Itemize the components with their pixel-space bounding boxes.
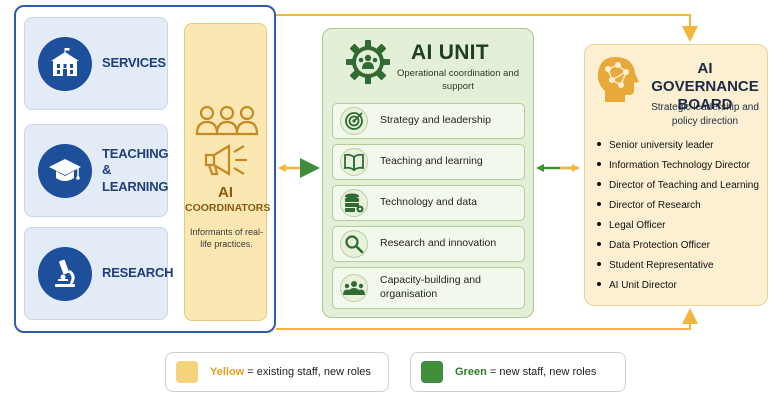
governance-board-panel: AI GOVERNANCE BOARD Strategic leadership… — [584, 44, 768, 306]
legend-desc-yellow: = existing staff, new roles — [244, 366, 371, 378]
database-gear-icon — [340, 189, 368, 217]
coordinators-description: Informants of real-life practices. — [189, 227, 264, 249]
building-icon — [38, 36, 92, 91]
team-icon — [340, 274, 368, 302]
legend-key-green: Green — [455, 366, 487, 378]
unit-item-strategy: Strategy and leadership — [332, 103, 525, 139]
head-network-icon — [595, 55, 641, 108]
board-subtitle: Strategic leadership and policy directio… — [651, 102, 759, 127]
organisation-areas-panel: SERVICES TEACHING & LEARNING RESEARCH — [14, 5, 276, 333]
microscope-icon — [38, 246, 92, 301]
graduation-cap-icon — [38, 143, 92, 198]
coordinators-title: COORDINATORS — [185, 202, 271, 214]
unit-item-label: Strategy and leadership — [380, 114, 491, 127]
area-teaching-learning: TEACHING & LEARNING — [24, 124, 168, 217]
unit-item-technology: Technology and data — [332, 185, 525, 221]
people-group-icon — [195, 104, 259, 143]
unit-item-capacity: Capacity-building and organisation — [332, 267, 525, 309]
board-member: Student Representative — [597, 260, 714, 271]
target-icon — [340, 107, 368, 135]
legend-desc-green: = new staff, new roles — [486, 366, 597, 378]
coordinators-title-ai: AI — [218, 184, 233, 201]
unit-item-research: Research and innovation — [332, 226, 525, 262]
ai-coordinators-box: AI COORDINATORS Informants of real-life … — [184, 23, 271, 321]
legend-green: Green = new staff, new roles — [410, 352, 626, 392]
area-label-research: RESEARCH — [102, 265, 174, 281]
legend-swatch-green — [421, 361, 443, 383]
ai-unit-subtitle: Operational coordination and support — [396, 68, 519, 93]
legend-text-green: Green = new staff, new roles — [455, 366, 596, 378]
ai-unit-title: AI UNIT — [411, 41, 489, 64]
board-member: Data Protection Officer — [597, 240, 710, 251]
legend-swatch-yellow — [176, 361, 198, 383]
ai-unit-panel: AI UNIT Operational coordination and sup… — [322, 28, 534, 318]
gear-people-icon — [345, 39, 391, 90]
board-member: Information Technology Director — [597, 160, 750, 171]
book-icon — [340, 148, 368, 176]
area-services: SERVICES — [24, 17, 168, 110]
unit-item-label: Technology and data — [380, 196, 477, 209]
unit-item-teaching: Teaching and learning — [332, 144, 525, 180]
board-member: Director of Research — [597, 200, 701, 211]
board-member: Director of Teaching and Learning — [597, 180, 759, 191]
unit-item-label: Research and innovation — [380, 237, 497, 250]
legend-yellow: Yellow = existing staff, new roles — [165, 352, 389, 392]
magnifier-icon — [340, 230, 368, 258]
area-research: RESEARCH — [24, 227, 174, 320]
board-member: AI Unit Director — [597, 280, 677, 291]
legend-key-yellow: Yellow — [210, 366, 245, 378]
unit-item-label: Teaching and learning — [380, 155, 483, 168]
board-member: Senior university leader — [597, 140, 714, 151]
megaphone-icon — [203, 142, 253, 183]
area-label-teaching-learning: TEACHING & LEARNING — [102, 146, 169, 194]
board-member: Legal Officer — [597, 220, 666, 231]
unit-item-label: Capacity-building and organisation — [380, 274, 481, 300]
legend-text-yellow: Yellow = existing staff, new roles — [210, 366, 371, 378]
area-label-services: SERVICES — [102, 55, 166, 71]
board-title: AI GOVERNANCE BOARD — [651, 60, 759, 113]
